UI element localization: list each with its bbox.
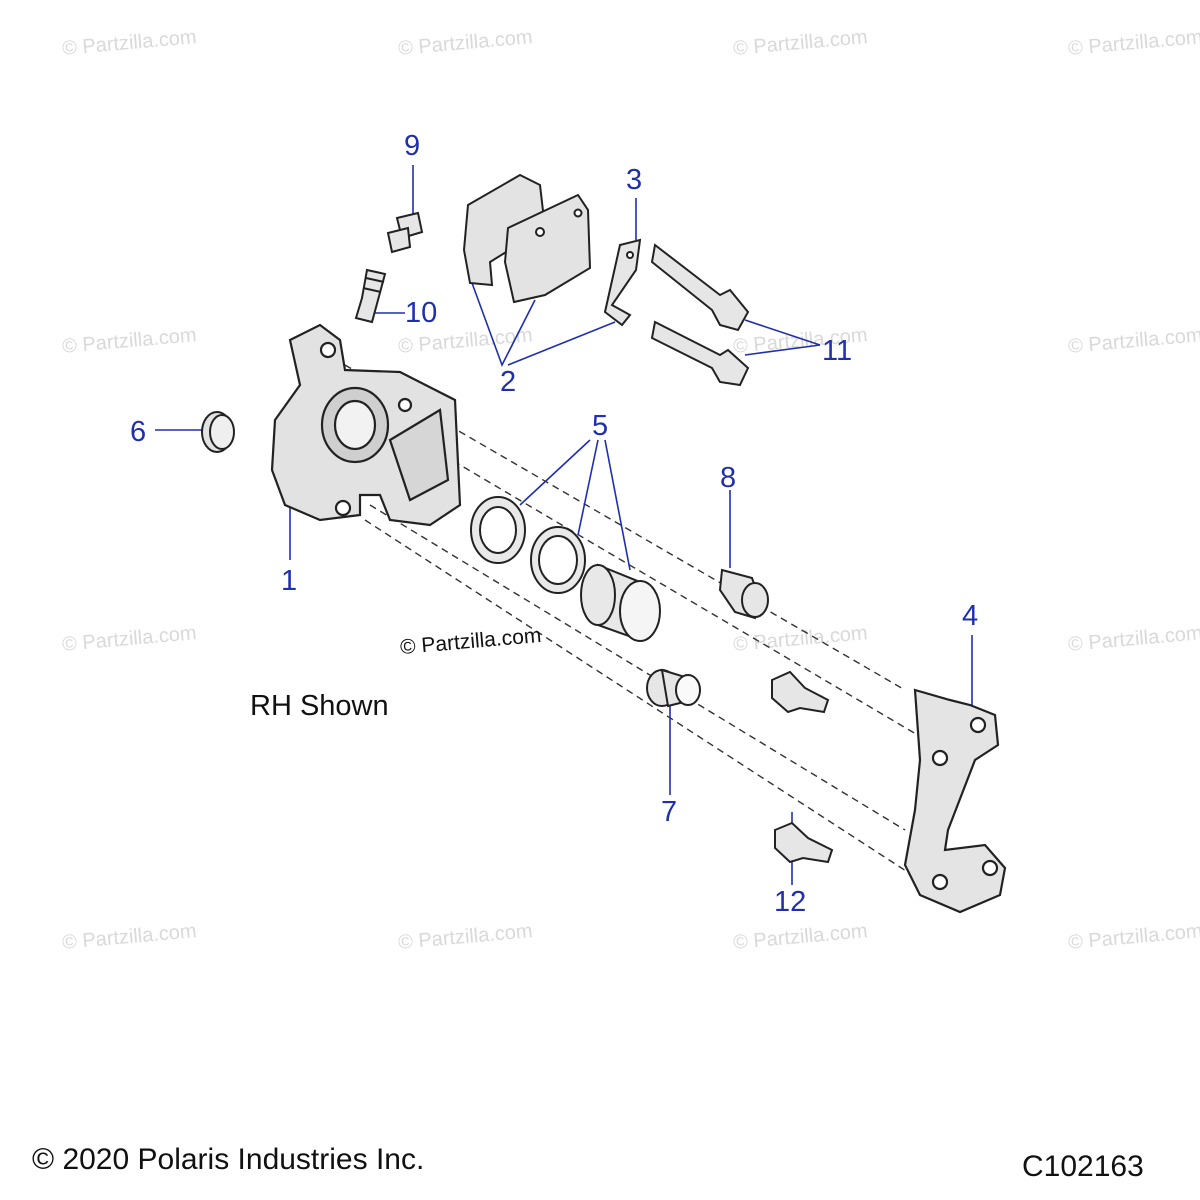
callout-4: 4 — [962, 600, 979, 632]
drawing-number: C102163 — [1022, 1150, 1144, 1183]
callout-9: 9 — [404, 130, 421, 162]
bleeder-cap — [386, 211, 424, 254]
mounting-bolts — [771, 670, 834, 864]
sleeve-bolt — [718, 568, 769, 620]
piston-seals — [470, 496, 586, 594]
callout-8: 8 — [720, 462, 737, 494]
copyright-notice: © 2020 Polaris Industries Inc. — [32, 1143, 425, 1176]
callout-1: 1 — [281, 565, 298, 597]
callout-10: 10 — [405, 297, 438, 329]
pin-boot — [646, 668, 701, 708]
callout-5: 5 — [592, 410, 609, 442]
caliper-body — [270, 323, 462, 527]
pad-spring — [603, 238, 642, 327]
caliper-plug — [201, 411, 235, 453]
callout-6: 6 — [130, 416, 147, 448]
callout-2: 2 — [500, 366, 517, 398]
caliper-pins — [650, 243, 750, 387]
piston — [580, 563, 661, 642]
alignment-lines — [344, 364, 961, 881]
brake-pads — [462, 173, 592, 304]
callout-11: 11 — [822, 335, 853, 367]
callout-12: 12 — [774, 886, 807, 918]
bleeder-valve — [354, 268, 387, 324]
view-label: RH Shown — [250, 690, 389, 722]
caliper-bracket — [903, 688, 1007, 914]
callout-7: 7 — [661, 796, 678, 828]
callout-3: 3 — [626, 164, 643, 196]
